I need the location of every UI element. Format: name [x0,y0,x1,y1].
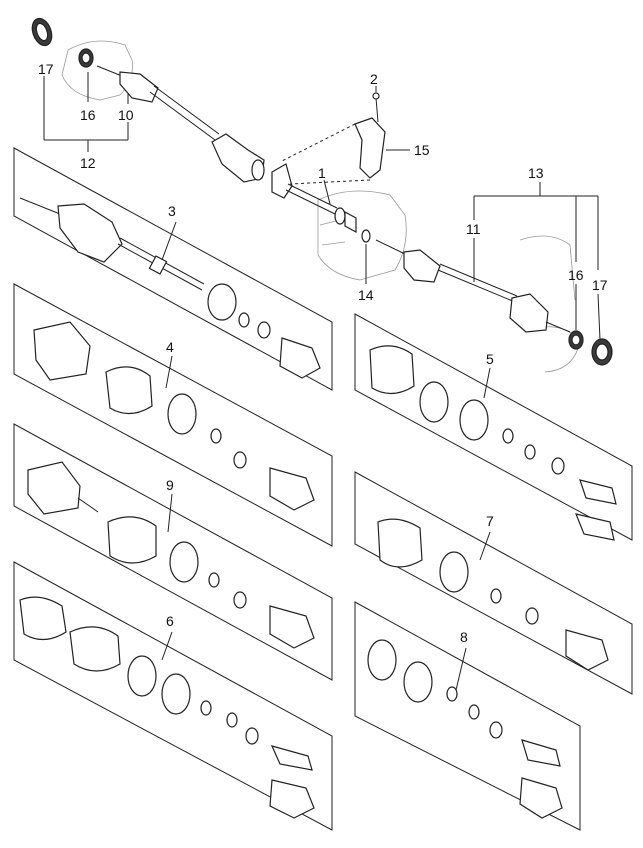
callout-14: 14 [358,287,374,303]
leader-lines [43,72,601,691]
callout-16-right: 16 [568,267,584,283]
callout-6: 6 [166,613,174,629]
callout-1: 1 [318,165,326,181]
bracket-15 [279,92,386,185]
callout-15: 15 [414,142,430,158]
callout-4: 4 [166,339,174,355]
panel-3-shaft-kit [13,147,333,391]
callout-16-left: 16 [80,107,96,123]
callout-17-right: 17 [592,277,608,293]
panel-4-boot-kit [13,283,333,547]
callout-5: 5 [486,351,494,367]
callout-8: 8 [460,629,468,645]
callout-9: 9 [166,477,174,493]
panel-6-full-repair-kit [13,561,333,831]
callout-12: 12 [80,155,96,171]
callout-labels: 17 16 10 12 2 15 1 13 11 16 17 14 3 4 5 … [38,61,608,645]
callout-11: 11 [466,221,481,237]
left-drive-shaft-assembly [31,17,265,183]
callout-2: 2 [370,71,378,87]
panel-5-boot-kit [354,313,633,541]
right-drive-shaft-assembly [361,229,613,373]
callout-10: 10 [118,107,134,123]
callout-3: 3 [168,203,176,219]
callout-7: 7 [486,513,494,529]
callout-13: 13 [528,165,544,181]
center-bearing-shaft [271,163,357,234]
panel-9-outer-joint-kit [13,423,333,681]
callout-17-left: 17 [38,61,54,77]
panel-7-boot-kit [354,471,633,695]
panel-8-band-kit [354,601,581,831]
